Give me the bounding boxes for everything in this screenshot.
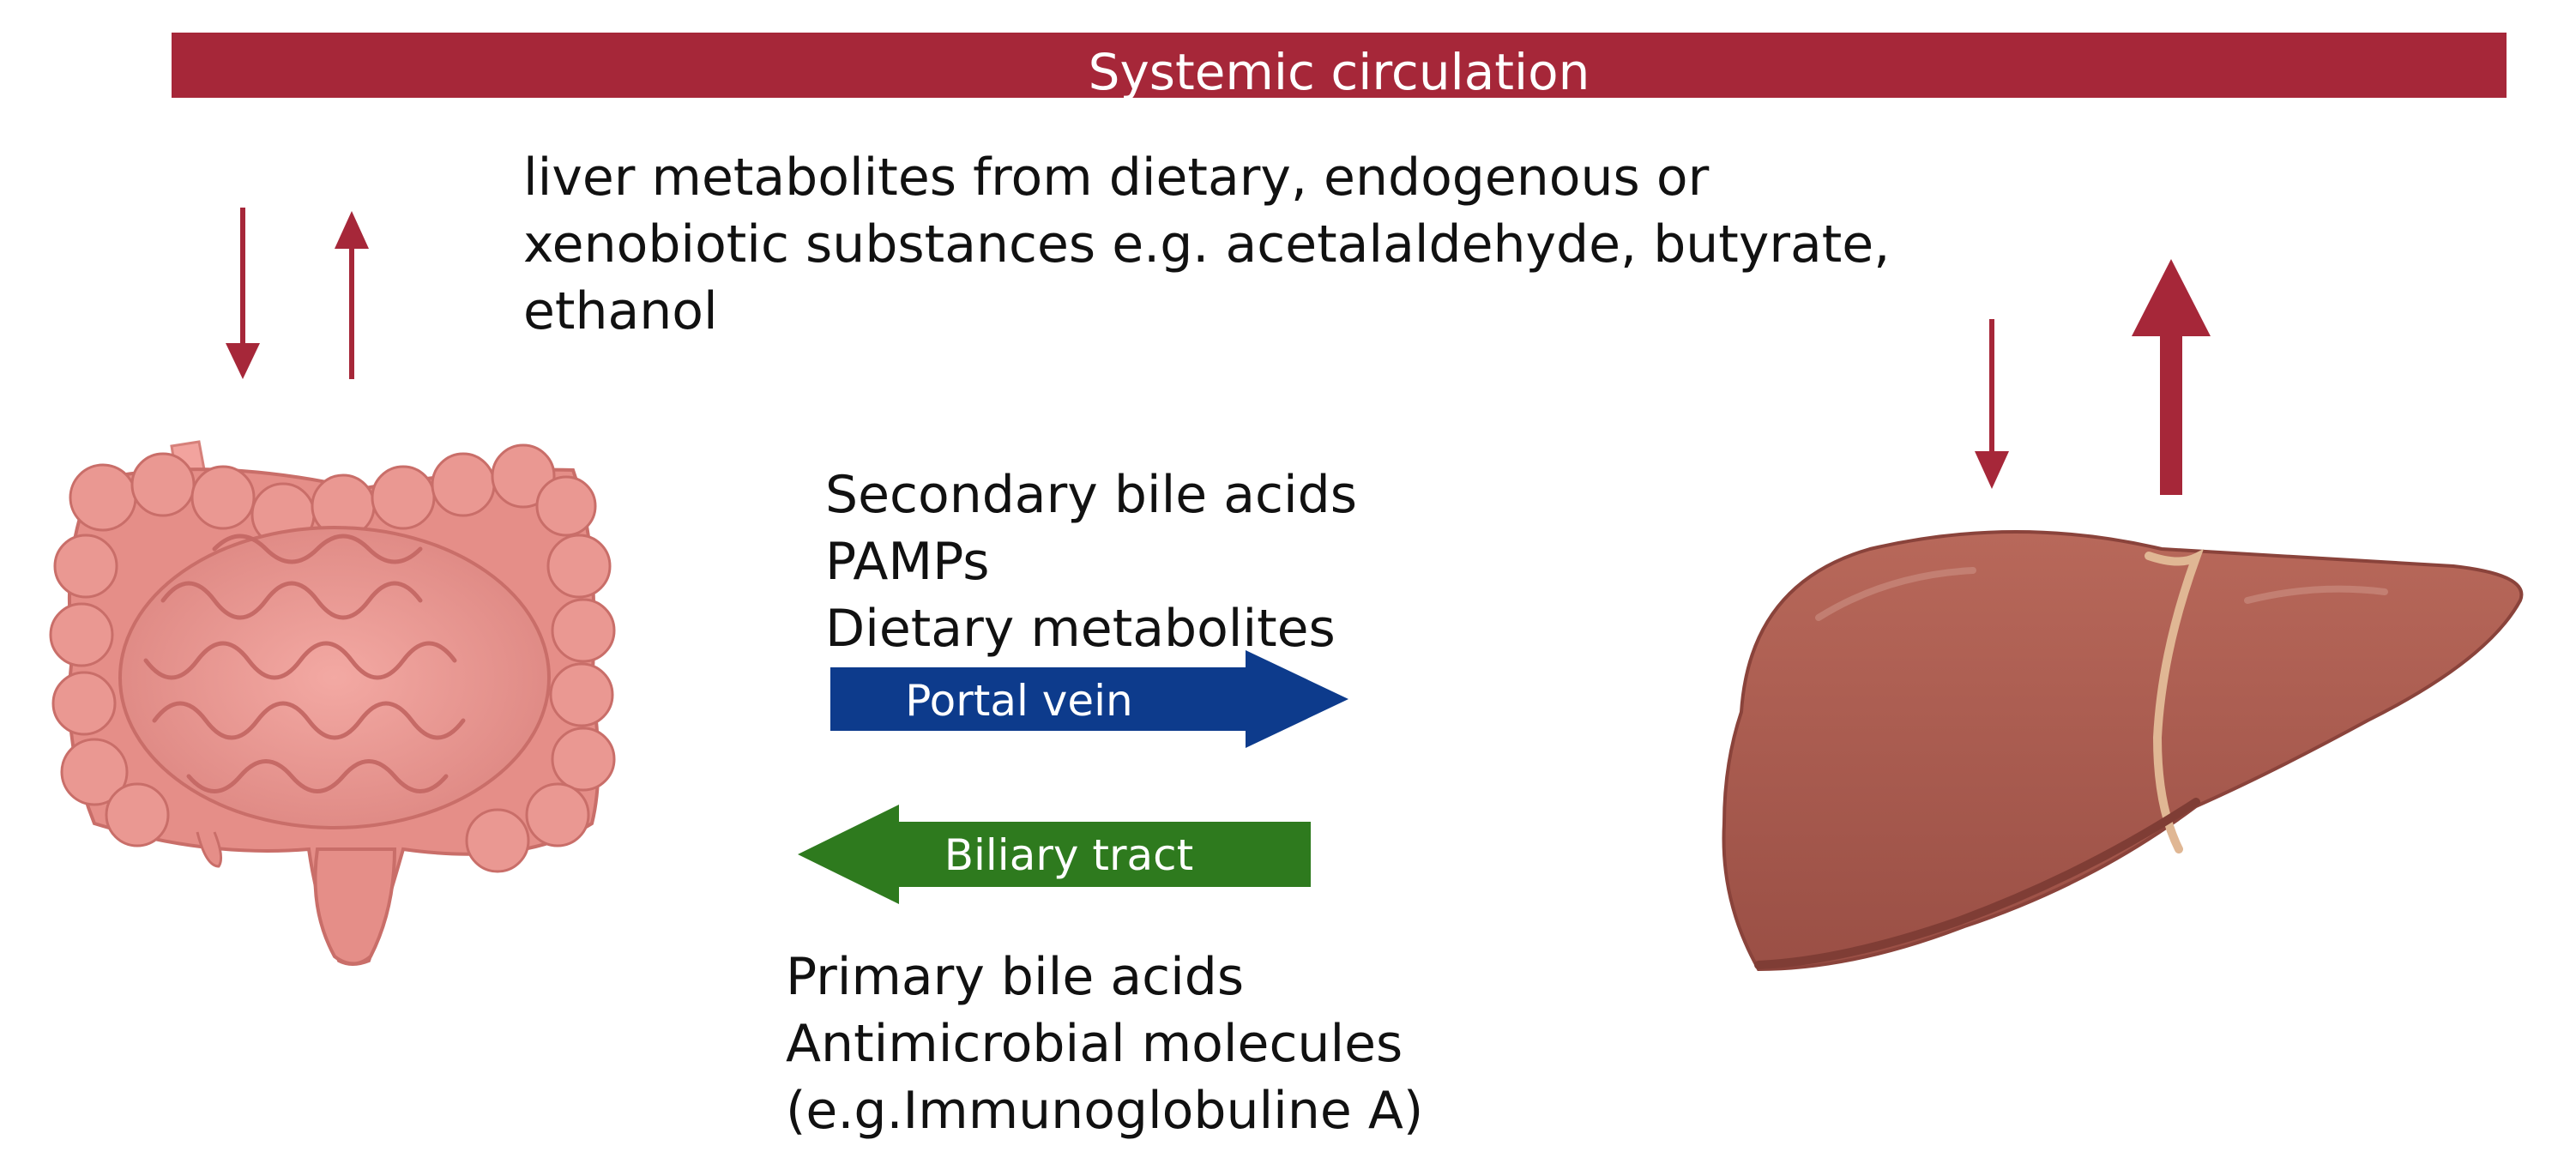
systemic-circulation-banner: Systemic circulation [172,33,2507,101]
portal-item-2: PAMPs [825,532,990,592]
portal-vein-arrow: Portal vein [830,650,1348,748]
biliary-item-3: (e.g.Immunoglobuline A) [786,1081,1424,1141]
top-text-line-1: liver metabolites from dietary, endogeno… [523,148,1710,208]
liver-illustration [1722,530,2524,972]
banner-label: Systemic circulation [1088,43,1590,101]
right-up-thick-arrow [2132,259,2211,495]
left-up-arrow [335,211,369,379]
top-text-line-2: xenobiotic substances e.g. acetalaldehyd… [523,214,1891,274]
biliary-item-1: Primary bile acids [786,947,1245,1007]
portal-item-3: Dietary metabolites [825,599,1336,659]
biliary-tract-arrow: Biliary tract [798,805,1311,904]
biliary-item-2: Antimicrobial molecules [786,1014,1403,1074]
left-down-arrow [226,208,260,379]
right-down-arrow [1975,319,2009,489]
portal-vein-label: Portal vein [905,676,1132,726]
intestine-illustration [49,440,616,966]
biliary-tract-label: Biliary tract [944,830,1194,880]
portal-item-1: Secondary bile acids [825,465,1358,525]
top-text-line-3: ethanol [523,281,718,341]
